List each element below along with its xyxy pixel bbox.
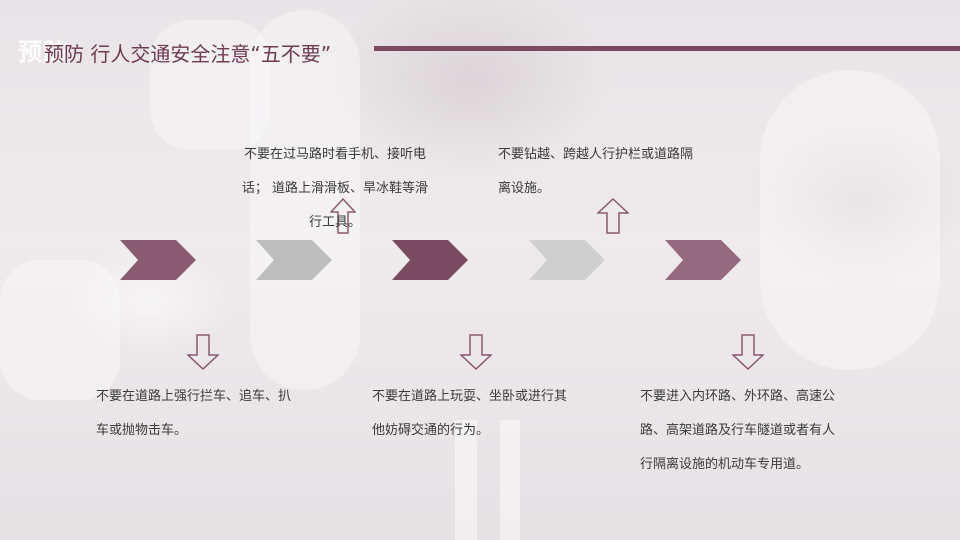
- rule-line: 车或抛物击车。: [96, 423, 188, 438]
- rule-line: 行工具。: [308, 215, 361, 230]
- rule-stop-chase-vehicles: 不要在道路上强行拦车、追车、扒 车或抛物击车。: [96, 380, 326, 448]
- hollow-arrow-up-icon: [329, 197, 357, 238]
- chevron-icon-2: [256, 240, 332, 280]
- rule-line: 离设施。: [498, 181, 551, 196]
- rule-line: 不要在道路上强行拦车、追车、扒: [96, 389, 292, 404]
- rule-play-on-road: 不要在道路上玩耍、坐卧或进行其 他妨碍交通的行为。: [372, 380, 596, 448]
- rule-phone-skateboard: 不要在过马路时看手机、接听电 话； 道路上滑滑板、旱冰鞋等滑 行工具。: [230, 138, 440, 240]
- hollow-arrow-down-icon: [186, 334, 220, 374]
- chevron-icon-5: [665, 240, 741, 280]
- hollow-arrow-up-icon: [596, 197, 630, 238]
- rule-restricted-roads: 不要进入内环路、外环路、高速公 路、高架道路及行车隧道或者有人 行隔离设施的机动…: [640, 380, 866, 482]
- rule-line: 不要钻越、跨越人行护栏或道路隔: [498, 147, 694, 162]
- rule-line: 路、高架道路及行车隧道或者有人: [640, 423, 836, 438]
- rule-line: 不要进入内环路、外环路、高速公: [640, 389, 836, 404]
- chevron-icon-3: [392, 240, 468, 280]
- rule-line: 话； 道路上滑滑板、旱冰鞋等滑: [241, 181, 429, 196]
- rule-barrier-crossing: 不要钻越、跨越人行护栏或道路隔 离设施。: [498, 138, 718, 206]
- rule-line: 行隔离设施的机动车专用道。: [640, 457, 810, 472]
- chevron-icon-1: [120, 240, 196, 280]
- slide-title: 预防 行人交通安全注意“五不要”: [44, 42, 332, 66]
- hollow-arrow-down-icon: [731, 334, 765, 374]
- rule-line: 不要在过马路时看手机、接听电: [243, 147, 426, 162]
- chevron-icon-4: [529, 240, 605, 280]
- header-ghost-text: 预防: [18, 38, 68, 66]
- hollow-arrow-down-icon: [459, 334, 493, 374]
- rule-line: 不要在道路上玩耍、坐卧或进行其: [372, 389, 568, 404]
- title-rule: [374, 46, 960, 51]
- rule-line: 他妨碍交通的行为。: [372, 423, 490, 438]
